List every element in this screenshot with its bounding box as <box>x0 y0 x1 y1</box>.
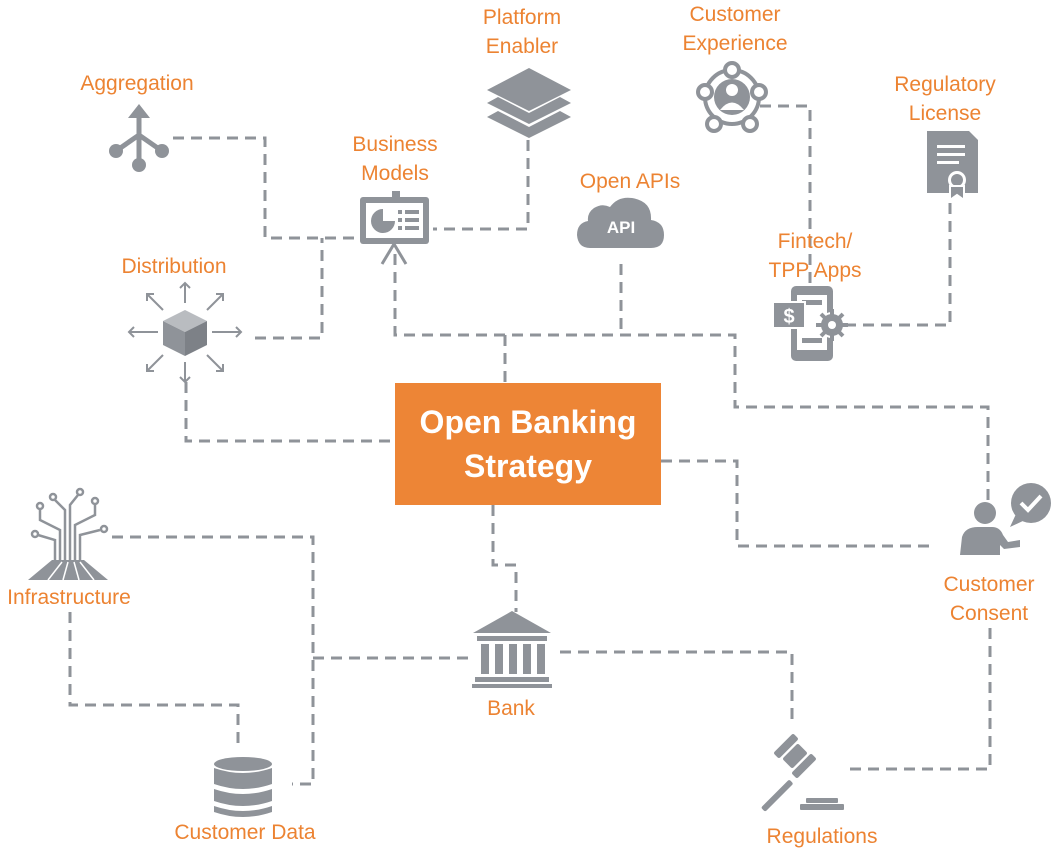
layers-icon <box>487 68 571 138</box>
connector-center-bank <box>491 505 518 612</box>
label-regulations-text: Regulations <box>766 825 878 848</box>
label-infrastructure: Infrastructure <box>7 583 131 612</box>
label-platform-enabler-line1: Platform <box>482 6 562 29</box>
label-customer-consent-line1: Customer <box>943 573 1035 596</box>
label-infrastructure-text: Infrastructure <box>7 586 131 609</box>
label-regulatory-license-line1: Regulatory <box>894 73 996 96</box>
label-customer-experience-line1: Customer <box>689 3 781 26</box>
label-distribution-text: Distribution <box>121 255 227 278</box>
customer-network-icon <box>696 61 768 133</box>
connector-distribution-center <box>184 382 395 443</box>
center-title-line1: Open Banking <box>419 404 637 440</box>
connector-infrastructure <box>112 535 315 786</box>
label-platform-enabler: Platform Enabler <box>483 3 561 61</box>
label-business-models-line2: Models <box>361 162 429 185</box>
label-business-models: Business Models <box>352 130 437 188</box>
label-customer-consent-line2: Consent <box>949 602 1029 625</box>
label-regulations: Regulations <box>767 822 878 851</box>
circuit-tree-icon <box>28 487 109 581</box>
label-platform-enabler-line2: Enabler <box>485 35 559 58</box>
label-bank-text: Bank <box>487 697 535 720</box>
consent-person-icon <box>960 483 1051 555</box>
label-aggregation: Aggregation <box>80 69 193 98</box>
aggregation-icon <box>109 104 169 172</box>
label-fintech-line1: Fintech/ <box>777 230 853 253</box>
connector-business-models <box>393 254 990 500</box>
gavel-icon <box>761 734 844 812</box>
label-customer-experience-line2: Experience <box>682 32 788 55</box>
connector-infra-data <box>68 612 240 750</box>
center-strategy-box: Open Banking Strategy <box>395 383 661 505</box>
label-customer-consent: Customer Consent <box>943 570 1034 628</box>
label-bank: Bank <box>487 694 535 723</box>
database-icon <box>214 757 272 817</box>
label-customer-experience: Customer Experience <box>682 0 787 58</box>
label-customer-data-text: Customer Data <box>174 821 316 844</box>
api-cloud-icon: API <box>577 197 664 248</box>
svg-text:$: $ <box>783 306 794 328</box>
distribution-cube-icon <box>127 281 243 384</box>
connector-regulatory-license <box>848 203 952 327</box>
fintech-app-icon: $ <box>772 286 848 361</box>
connector-customer-experience <box>760 104 812 290</box>
certificate-icon <box>927 131 978 202</box>
label-fintech: Fintech/ TPP Apps <box>768 227 861 285</box>
connector-consent-regulations <box>845 628 992 771</box>
label-distribution: Distribution <box>121 252 226 281</box>
presentation-board-icon <box>360 191 429 265</box>
label-open-apis: Open APIs <box>580 167 680 196</box>
connector-bank-regulations <box>560 650 794 720</box>
connector-platform-enabler <box>433 140 530 231</box>
label-open-apis-text: Open APIs <box>579 170 681 193</box>
connector-distribution <box>255 238 324 340</box>
label-business-models-line1: Business <box>352 133 438 156</box>
api-cloud-text: API <box>607 218 635 237</box>
connector-aggregation <box>173 136 360 240</box>
center-title-line2: Strategy <box>463 448 593 484</box>
label-regulatory-license-line2: License <box>908 102 982 125</box>
connector-lines <box>68 104 992 786</box>
label-aggregation-text: Aggregation <box>80 72 194 95</box>
label-regulatory-license: Regulatory License <box>894 70 996 128</box>
label-fintech-line2: TPP Apps <box>768 259 862 282</box>
label-customer-data: Customer Data <box>174 818 315 847</box>
bank-icon <box>472 611 552 688</box>
connector-customer-consent <box>661 459 935 548</box>
